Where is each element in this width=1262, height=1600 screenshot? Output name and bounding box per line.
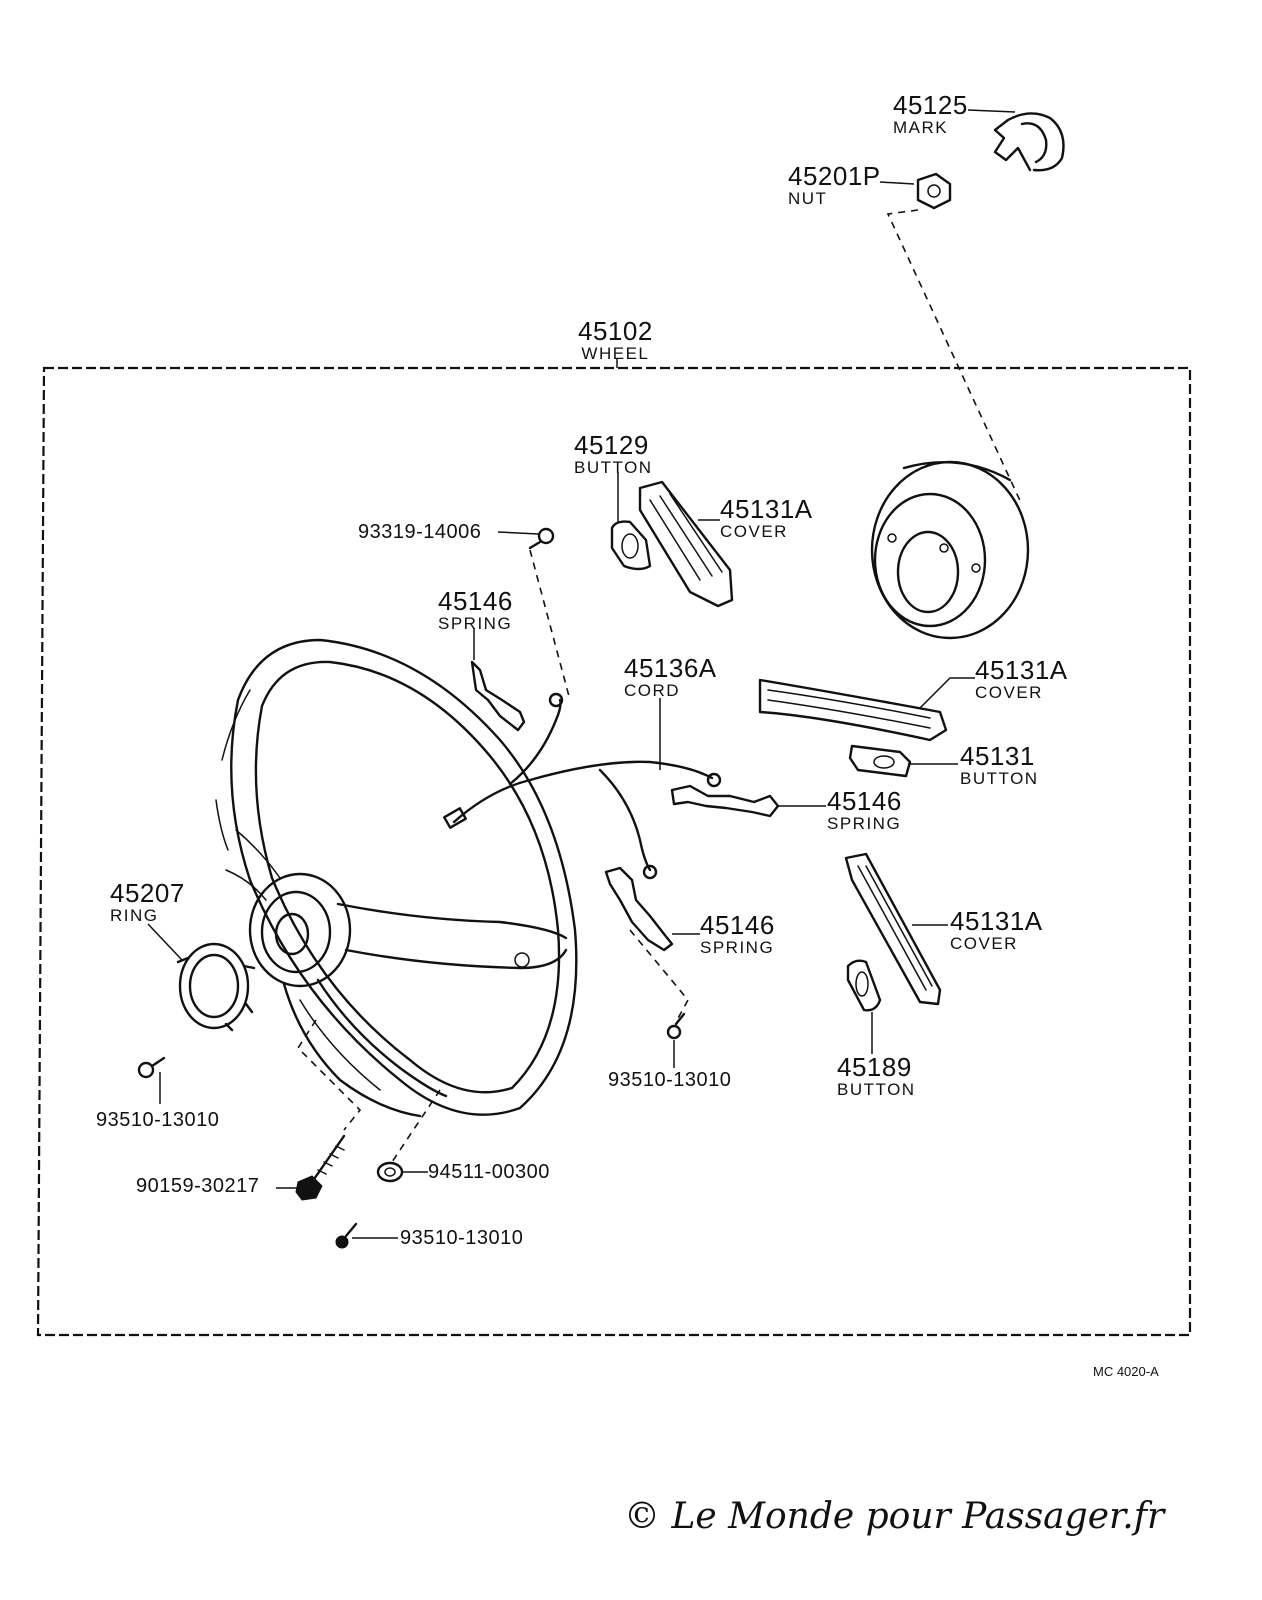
part-name: SPRING <box>438 614 513 633</box>
label-45146-low: 45146 SPRING <box>700 912 775 956</box>
label-90159: 90159-30217 <box>136 1175 260 1197</box>
part-name: NUT <box>788 189 828 208</box>
part-number: 45146 <box>827 786 902 816</box>
copyright-credit: © Le Monde pour Passager.fr <box>624 1496 1165 1537</box>
label-45102: 45102 WHEEL <box>578 318 653 362</box>
part-name: BUTTON <box>574 458 653 477</box>
part-number: 45131A <box>720 494 813 524</box>
part-name: WHEEL <box>581 344 650 363</box>
label-45125: 45125 MARK <box>893 92 968 136</box>
spring-mid-part <box>670 784 780 818</box>
screw-93510-mid-part <box>666 1012 686 1040</box>
label-93510-mid: 93510-13010 <box>608 1069 732 1091</box>
part-name: RING <box>110 906 159 925</box>
part-name: COVER <box>975 683 1043 702</box>
label-45136a: 45136A CORD <box>624 655 717 699</box>
nut-part <box>916 172 952 210</box>
part-number: 45125 <box>893 90 968 120</box>
part-name: SPRING <box>827 814 902 833</box>
bolt-90159-part <box>295 1134 346 1201</box>
cover-45131a-mid-part <box>758 678 948 742</box>
label-93319: 93319-14006 <box>358 521 482 543</box>
part-number: 45102 <box>578 316 653 346</box>
nut-94511-part <box>376 1161 404 1183</box>
steering-wheel-part <box>215 638 578 1118</box>
spring-top-part <box>470 660 526 732</box>
label-45146-mid: 45146 SPRING <box>827 788 902 832</box>
label-45131: 45131 BUTTON <box>960 743 1039 787</box>
diagram-code: MC 4020-A <box>1093 1364 1159 1379</box>
label-93510-bottom: 93510-13010 <box>400 1227 524 1249</box>
part-name: CORD <box>624 681 681 700</box>
part-name: COVER <box>950 934 1018 953</box>
button-45131-part <box>848 744 912 778</box>
horn-pad-part <box>870 460 1030 640</box>
label-45201p: 45201P NUT <box>788 163 881 207</box>
part-name: MARK <box>893 118 949 137</box>
label-45189: 45189 BUTTON <box>837 1054 916 1098</box>
part-number: 45131A <box>975 655 1068 685</box>
label-94511: 94511-00300 <box>428 1161 550 1183</box>
button-45129-part <box>610 520 652 571</box>
part-number: 45131 <box>960 741 1035 771</box>
part-number: 45146 <box>700 910 775 940</box>
label-45131a-low: 45131A COVER <box>950 908 1043 952</box>
part-number: 45189 <box>837 1052 912 1082</box>
button-45189-part <box>846 959 882 1012</box>
part-name: SPRING <box>700 938 775 957</box>
label-93510-left: 93510-13010 <box>96 1109 220 1131</box>
part-name: BUTTON <box>837 1080 916 1099</box>
part-number: 45146 <box>438 586 513 616</box>
part-number: 45201P <box>788 161 881 191</box>
part-number: 45129 <box>574 430 649 460</box>
part-number: 45207 <box>110 878 185 908</box>
wheel-assembly-border <box>36 366 1192 1337</box>
cover-45131a-top-part <box>638 480 734 608</box>
mark-part <box>993 112 1065 172</box>
spring-low-part <box>604 866 674 952</box>
screw-93319-part <box>528 527 555 550</box>
part-name: COVER <box>720 522 788 541</box>
part-number: 45136A <box>624 653 717 683</box>
label-45146-top: 45146 SPRING <box>438 588 513 632</box>
ring-part <box>176 942 256 1032</box>
part-number: 45131A <box>950 906 1043 936</box>
part-name: BUTTON <box>960 769 1039 788</box>
label-45129: 45129 BUTTON <box>574 432 653 476</box>
screw-93510-left-part <box>137 1056 166 1079</box>
screw-93510-bottom-part <box>335 1222 358 1249</box>
cord-part <box>443 692 722 880</box>
label-45207: 45207 RING <box>110 880 185 924</box>
cover-45131a-low-part <box>844 852 942 1006</box>
label-45131a-mid: 45131A COVER <box>975 657 1068 701</box>
label-45131a-top: 45131A COVER <box>720 496 813 540</box>
